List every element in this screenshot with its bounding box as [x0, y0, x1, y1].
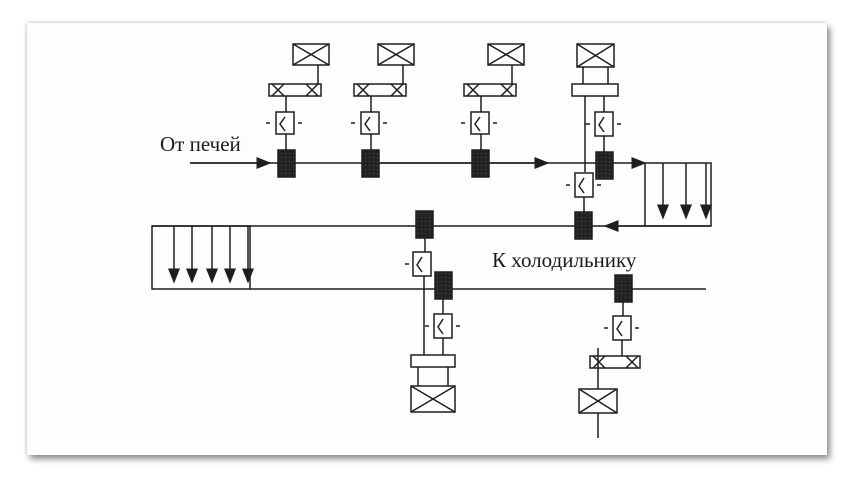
upper-stand-2: [351, 43, 415, 178]
upper-stand-4: [566, 43, 621, 240]
diagram-card: [27, 23, 827, 455]
cooling-bed-left: [151, 225, 251, 290]
cooling-bed-right: [644, 162, 712, 227]
label-to-cooler: К холодильнику: [492, 248, 637, 272]
label-from-furnaces: От печей: [160, 132, 241, 156]
line-2-stand: [415, 210, 434, 239]
lower-stand-left: [405, 238, 460, 413]
upper-stand-3: [461, 43, 525, 178]
upper-stand-1: [266, 43, 330, 178]
lower-stand-right: [578, 274, 641, 438]
